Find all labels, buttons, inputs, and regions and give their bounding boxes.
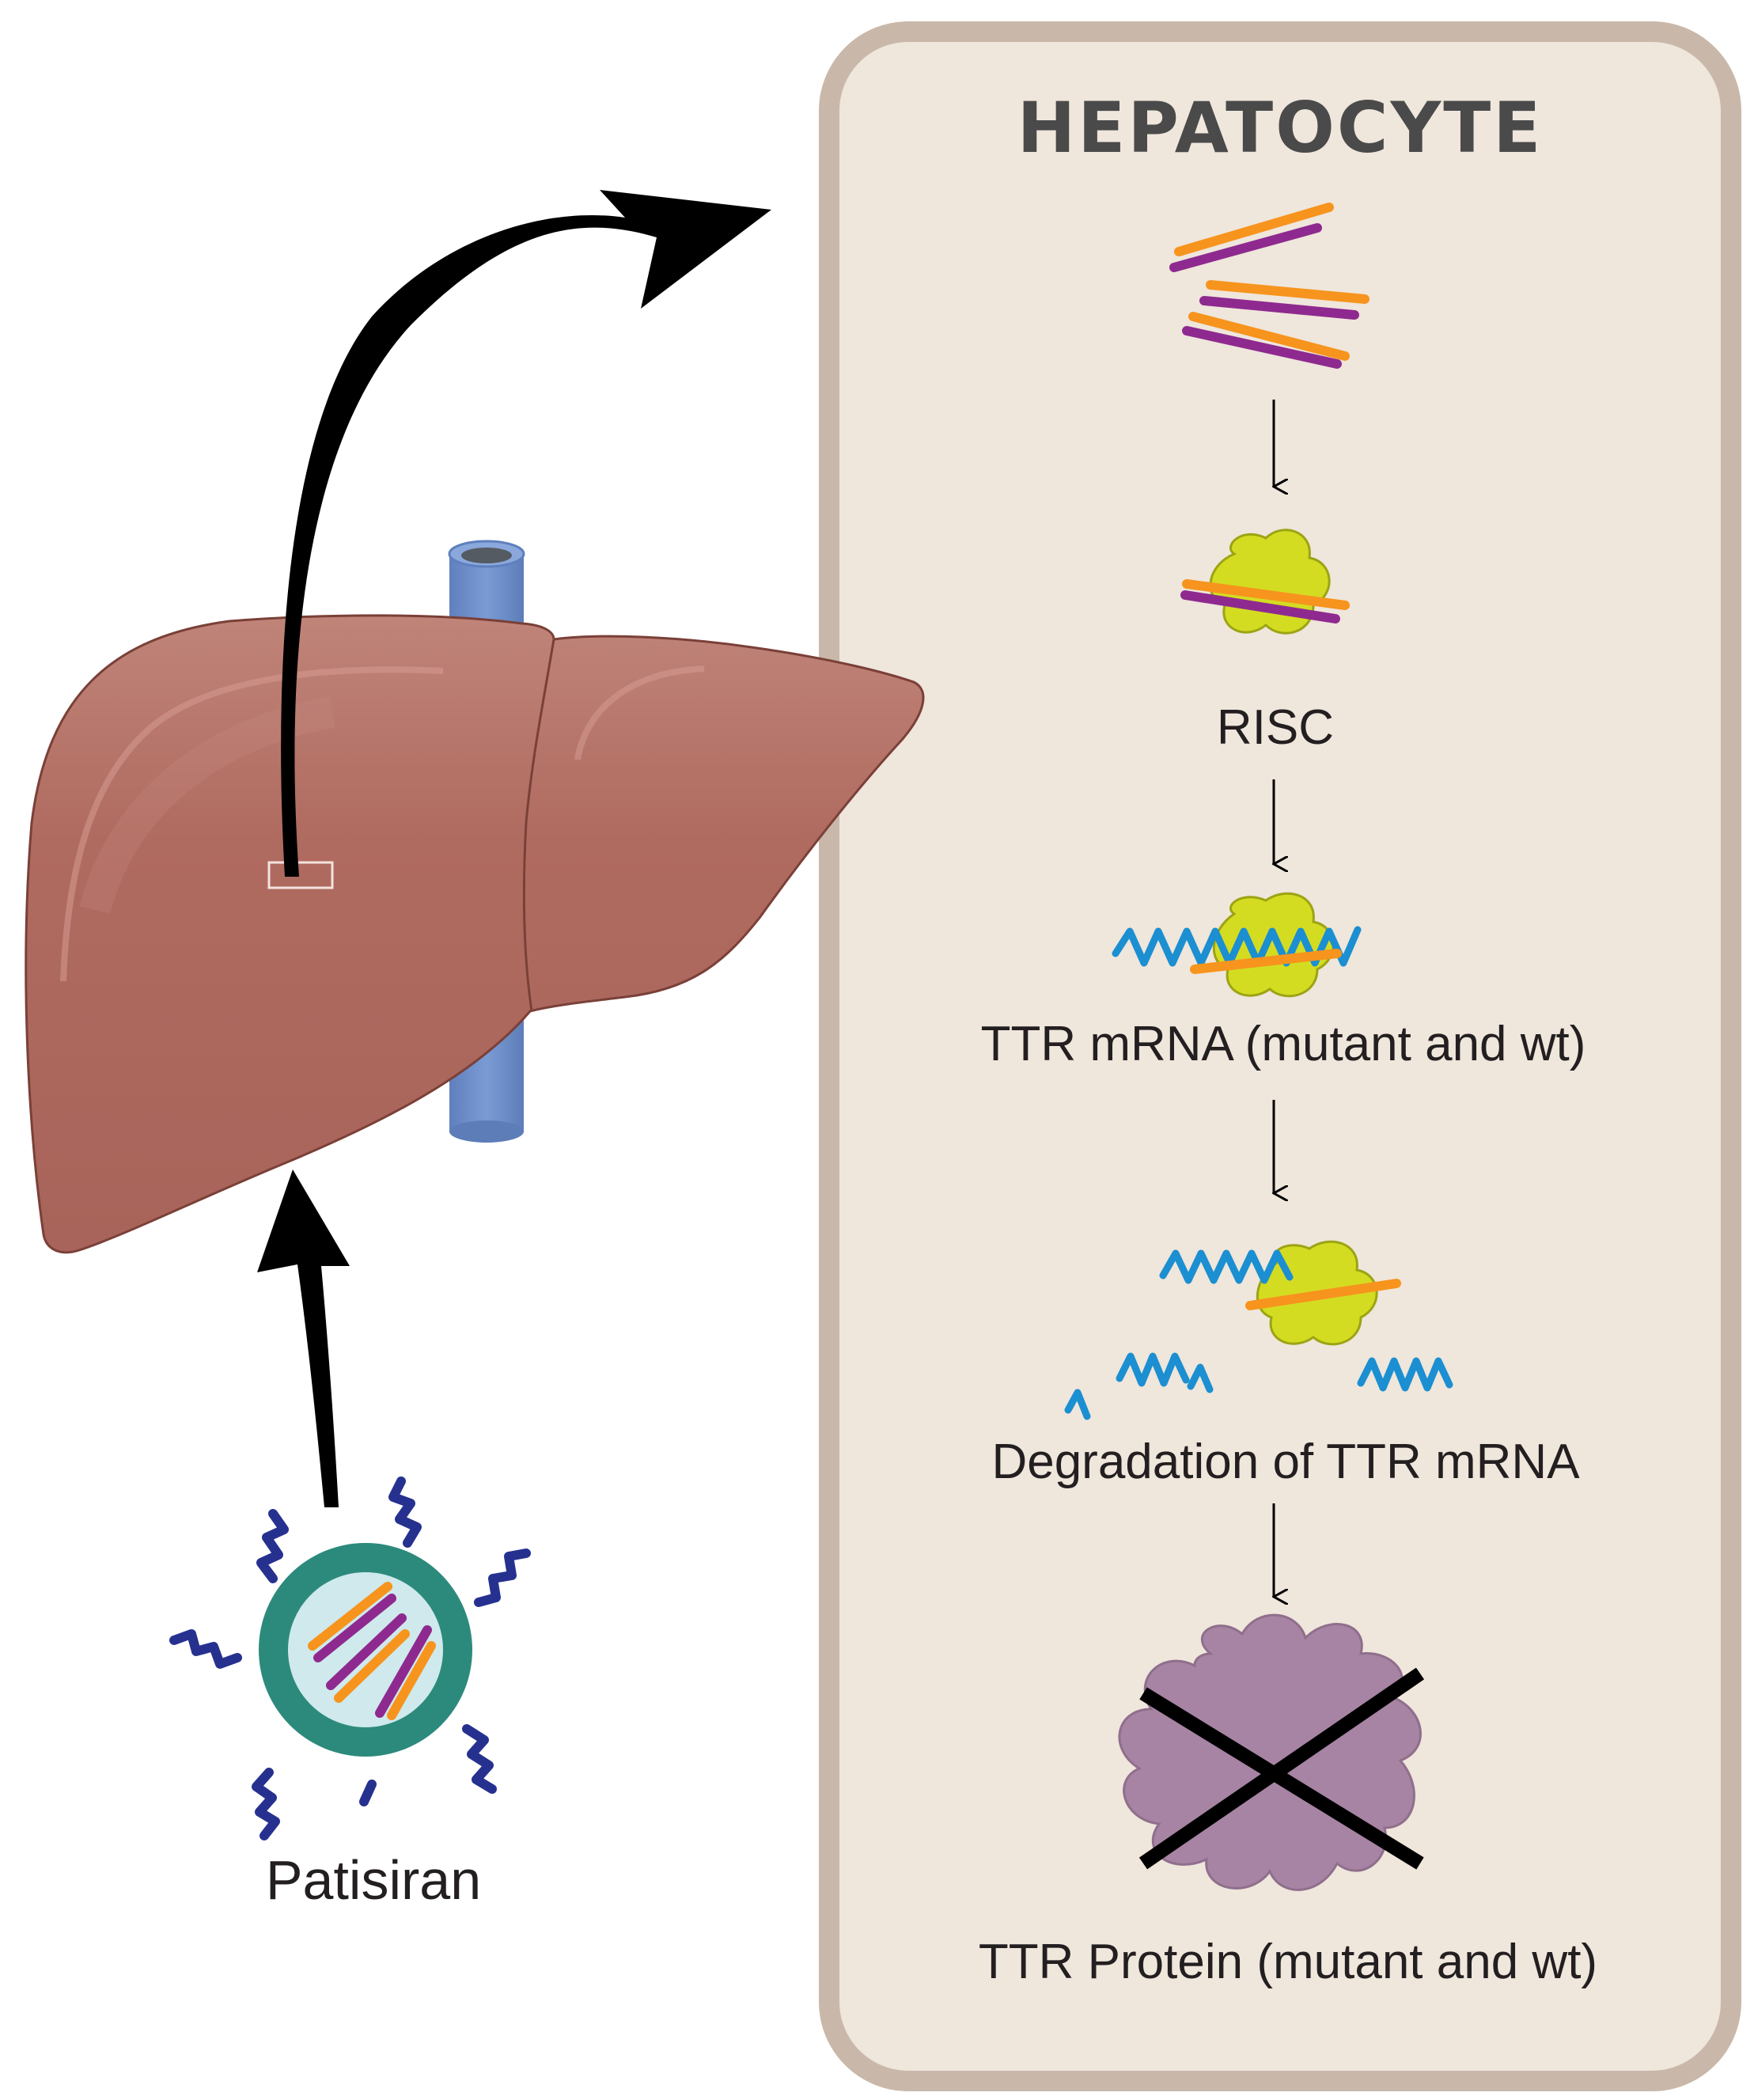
ttr-protein-blocked: [1118, 1613, 1425, 1891]
mrna-degradation: [1064, 1240, 1453, 1420]
panel-box: [819, 21, 1741, 2091]
hepatocyte-panel: HEPATOCYTE: [819, 21, 1741, 2091]
risc-complex: [1180, 529, 1350, 635]
degradation-label: Degradation of TTR mRNA: [991, 1435, 1580, 1489]
ttr-mrna-label: TTR mRNA (mutant and wt): [981, 1017, 1586, 1071]
ttr-protein-label: TTR Protein (mutant and wt): [979, 1935, 1597, 1989]
risc-mrna-binding: [1112, 892, 1362, 998]
sirna-duplexes: [1169, 203, 1369, 369]
block-cross-line-1: [1139, 1687, 1424, 1870]
risc-label: RISC: [1217, 700, 1334, 755]
liver: [25, 614, 925, 1254]
lipid-nanoparticle: [169, 1476, 531, 1840]
drug-label: Patisiran: [266, 1849, 481, 1911]
panel-title: HEPATOCYTE: [1017, 87, 1544, 169]
up-arrow-to-liver: [257, 1169, 350, 1507]
block-cross-line-2: [1138, 1667, 1425, 1870]
tissue-selection-box: [267, 861, 334, 889]
